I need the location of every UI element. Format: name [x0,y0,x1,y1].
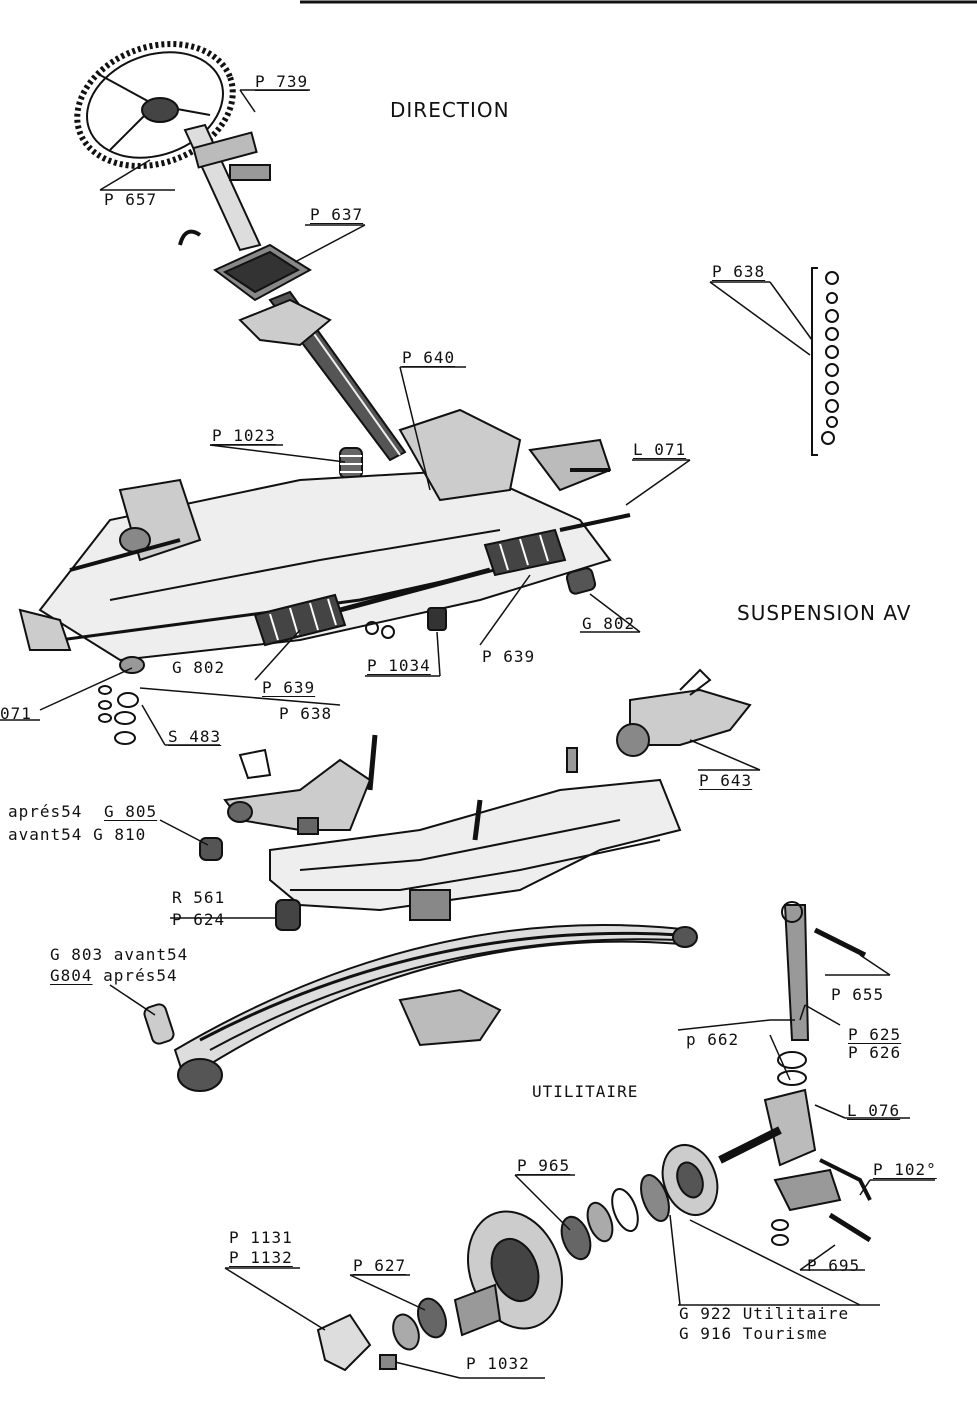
label-p965: P 965 [517,1156,571,1175]
label-p626: P 626 [848,1043,902,1062]
label-s483: S 483 [168,727,222,746]
upper-arm-left [223,758,372,835]
clip-part [178,229,202,246]
label-p1132: P 1132 [229,1248,293,1267]
part-p1034 [427,607,447,631]
label-p624: P 624 [172,910,226,929]
label-p625: P 625 [848,1025,902,1044]
label-p662: p 662 [686,1030,740,1049]
bush-g805 [199,837,223,861]
washer-stack [811,267,839,456]
rear-crossmember [269,734,682,921]
ball-joint-stack [98,656,145,745]
spring-part [339,447,363,479]
label-p655: P 655 [831,985,885,1004]
label-g810: avant54 G 810 [8,825,147,844]
bush-g802-right [565,567,597,595]
label-p739: P 739 [255,72,309,91]
label-p627: P 627 [353,1256,407,1275]
label-g916: G 916 Tourisme [679,1324,828,1343]
label-p1034: P 1034 [367,656,431,675]
label-p643: P 643 [699,771,753,790]
label-g802-right: G 802 [582,614,636,633]
leader-lines [0,89,935,1379]
hub-assembly [316,1144,719,1372]
tie-rod-left [69,538,181,572]
leaf-spring [173,924,698,1092]
label-p639-right: P 639 [482,647,536,666]
label-p638-left: P 638 [279,704,333,723]
bolt-part [566,747,578,773]
label-g804-note: aprés54 [92,966,178,985]
label-p639-left: P 639 [262,678,316,697]
label-p657: P 657 [104,190,158,209]
upper-arm-right [616,668,752,757]
rack-bar [339,567,491,613]
label-p637: P 637 [310,205,364,224]
label-r561: R 561 [172,888,226,907]
label-p638-top: P 638 [712,262,766,281]
label-g804: G804 aprés54 [50,966,178,985]
label-p102x: P 102° [873,1160,937,1179]
label-l076: L 076 [847,1101,901,1120]
steering-wheel [74,41,236,169]
title-direction: DIRECTION [390,98,510,122]
title-utilitaire: UTILITAIRE [532,1082,639,1101]
kingpin-assembly [718,901,872,1246]
tie-rod-right [559,513,631,532]
label-p1131: P 1131 [229,1228,293,1247]
label-p1032: P 1032 [466,1354,530,1373]
label-g922: G 922 Utilitaire [679,1304,850,1323]
label-l071-left: 071 [0,704,32,723]
label-g805: G 805 [104,802,158,821]
label-g803: G 803 avant54 [50,945,189,964]
front-crossmember [18,408,612,662]
label-p695: P 695 [807,1256,861,1275]
label-l071-right: L 071 [633,440,687,459]
column-mount [238,298,332,347]
bumpstop-r561 [275,899,301,931]
label-g805-prefix: aprés54 [8,802,83,821]
label-p640: P 640 [402,348,456,367]
rack-gaiter-right [483,528,567,577]
rack-gaiter-left [253,593,347,647]
bush-g803 [143,1003,175,1045]
title-suspension: SUSPENSION AV [737,601,912,625]
label-g802-left: G 802 [172,658,226,677]
label-g804-code: G804 [50,966,93,985]
bracket-part [238,748,272,780]
label-p1023: P 1023 [212,426,276,445]
steering-column [183,123,407,462]
steering-flange [213,243,312,302]
